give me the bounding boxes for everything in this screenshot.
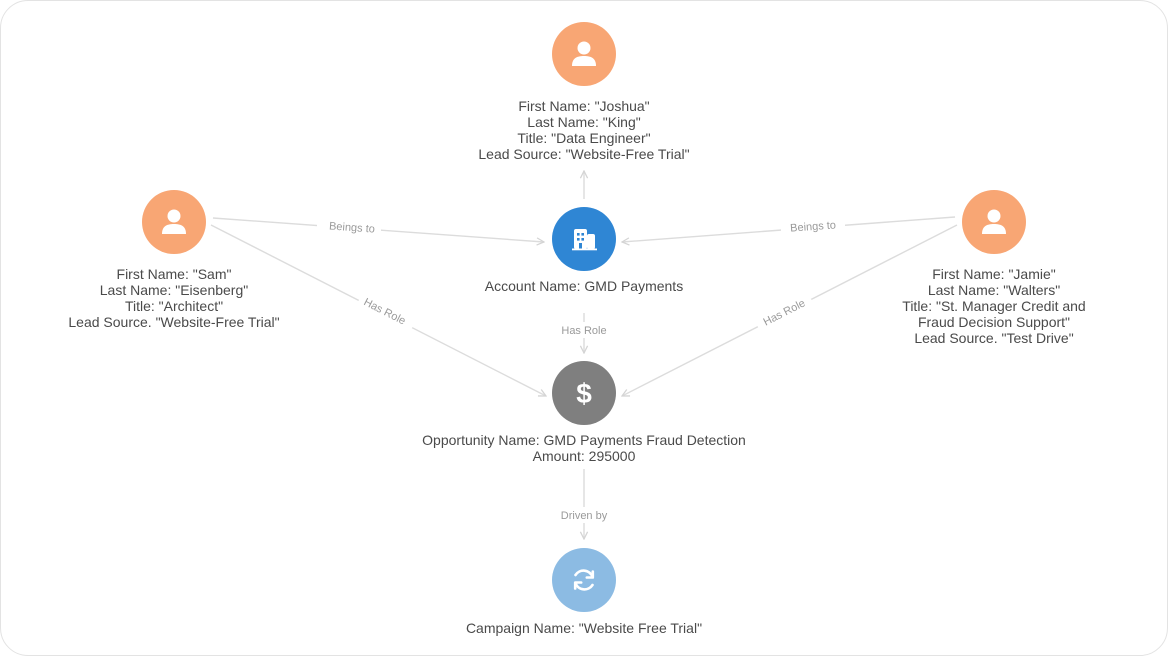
contact-node-jamie[interactable] (962, 190, 1026, 254)
joshua-first-name: First Name: "Joshua" (518, 98, 650, 114)
sam-lead-source: Lead Source. "Website-Free Trial" (68, 314, 280, 330)
campaign-label: Campaign Name: "Website Free Trial" (434, 620, 734, 636)
person-icon (162, 209, 186, 234)
jamie-title-line-2: Fraud Decision Support" (917, 314, 1071, 330)
edge-label-jamie-account: Beings to (790, 219, 837, 234)
jamie-title-line-1: Title: "St. Manager Credit and (902, 298, 1086, 314)
person-icon (572, 41, 596, 66)
opportunity-label: Opportunity Name: GMD Payments Fraud Det… (384, 432, 784, 464)
sam-first-name: First Name: "Sam" (116, 266, 232, 282)
refresh-icon (573, 569, 595, 591)
contact-label-jamie: First Name: "Jamie" Last Name: "Walters"… (844, 266, 1144, 346)
opportunity-node[interactable]: $ (552, 361, 616, 425)
sam-title: Title: "Architect" (124, 298, 224, 314)
contact-label-sam: First Name: "Sam" Last Name: "Eisenberg"… (24, 266, 324, 330)
jamie-first-name: First Name: "Jamie" (932, 266, 1056, 282)
joshua-lead-source: Lead Source: "Website-Free Trial" (478, 146, 690, 162)
sam-last-name: Last Name: "Eisenberg" (99, 282, 249, 298)
contact-node-sam[interactable] (142, 190, 206, 254)
account-node[interactable] (552, 207, 616, 271)
campaign-name: Campaign Name: "Website Free Trial" (465, 620, 703, 636)
opportunity-name: Opportunity Name: GMD Payments Fraud Det… (422, 432, 746, 448)
opportunity-amount: Amount: 295000 (532, 448, 636, 464)
svg-text:$: $ (576, 378, 592, 409)
edge-label-opportunity-campaign: Driven by (561, 510, 608, 522)
joshua-title: Title: "Data Engineer" (517, 130, 651, 146)
building-icon (572, 229, 597, 251)
campaign-node[interactable] (552, 548, 616, 612)
jamie-last-name: Last Name: "Walters" (927, 282, 1061, 298)
jamie-lead-source: Lead Source. "Test Drive" (914, 330, 1074, 346)
edge-label-account-opportunity: Has Role (561, 325, 606, 337)
account-name: Account Name: GMD Payments (484, 278, 684, 294)
joshua-last-name: Last Name: "King" (527, 114, 641, 130)
contact-label-joshua: First Name: "Joshua" Last Name: "King" T… (434, 98, 734, 162)
account-label: Account Name: GMD Payments (434, 278, 734, 294)
contact-node-joshua[interactable] (552, 22, 616, 86)
edge-label-sam-account: Beings to (329, 220, 376, 235)
person-icon (982, 209, 1006, 234)
dollar-icon: $ (576, 378, 592, 409)
